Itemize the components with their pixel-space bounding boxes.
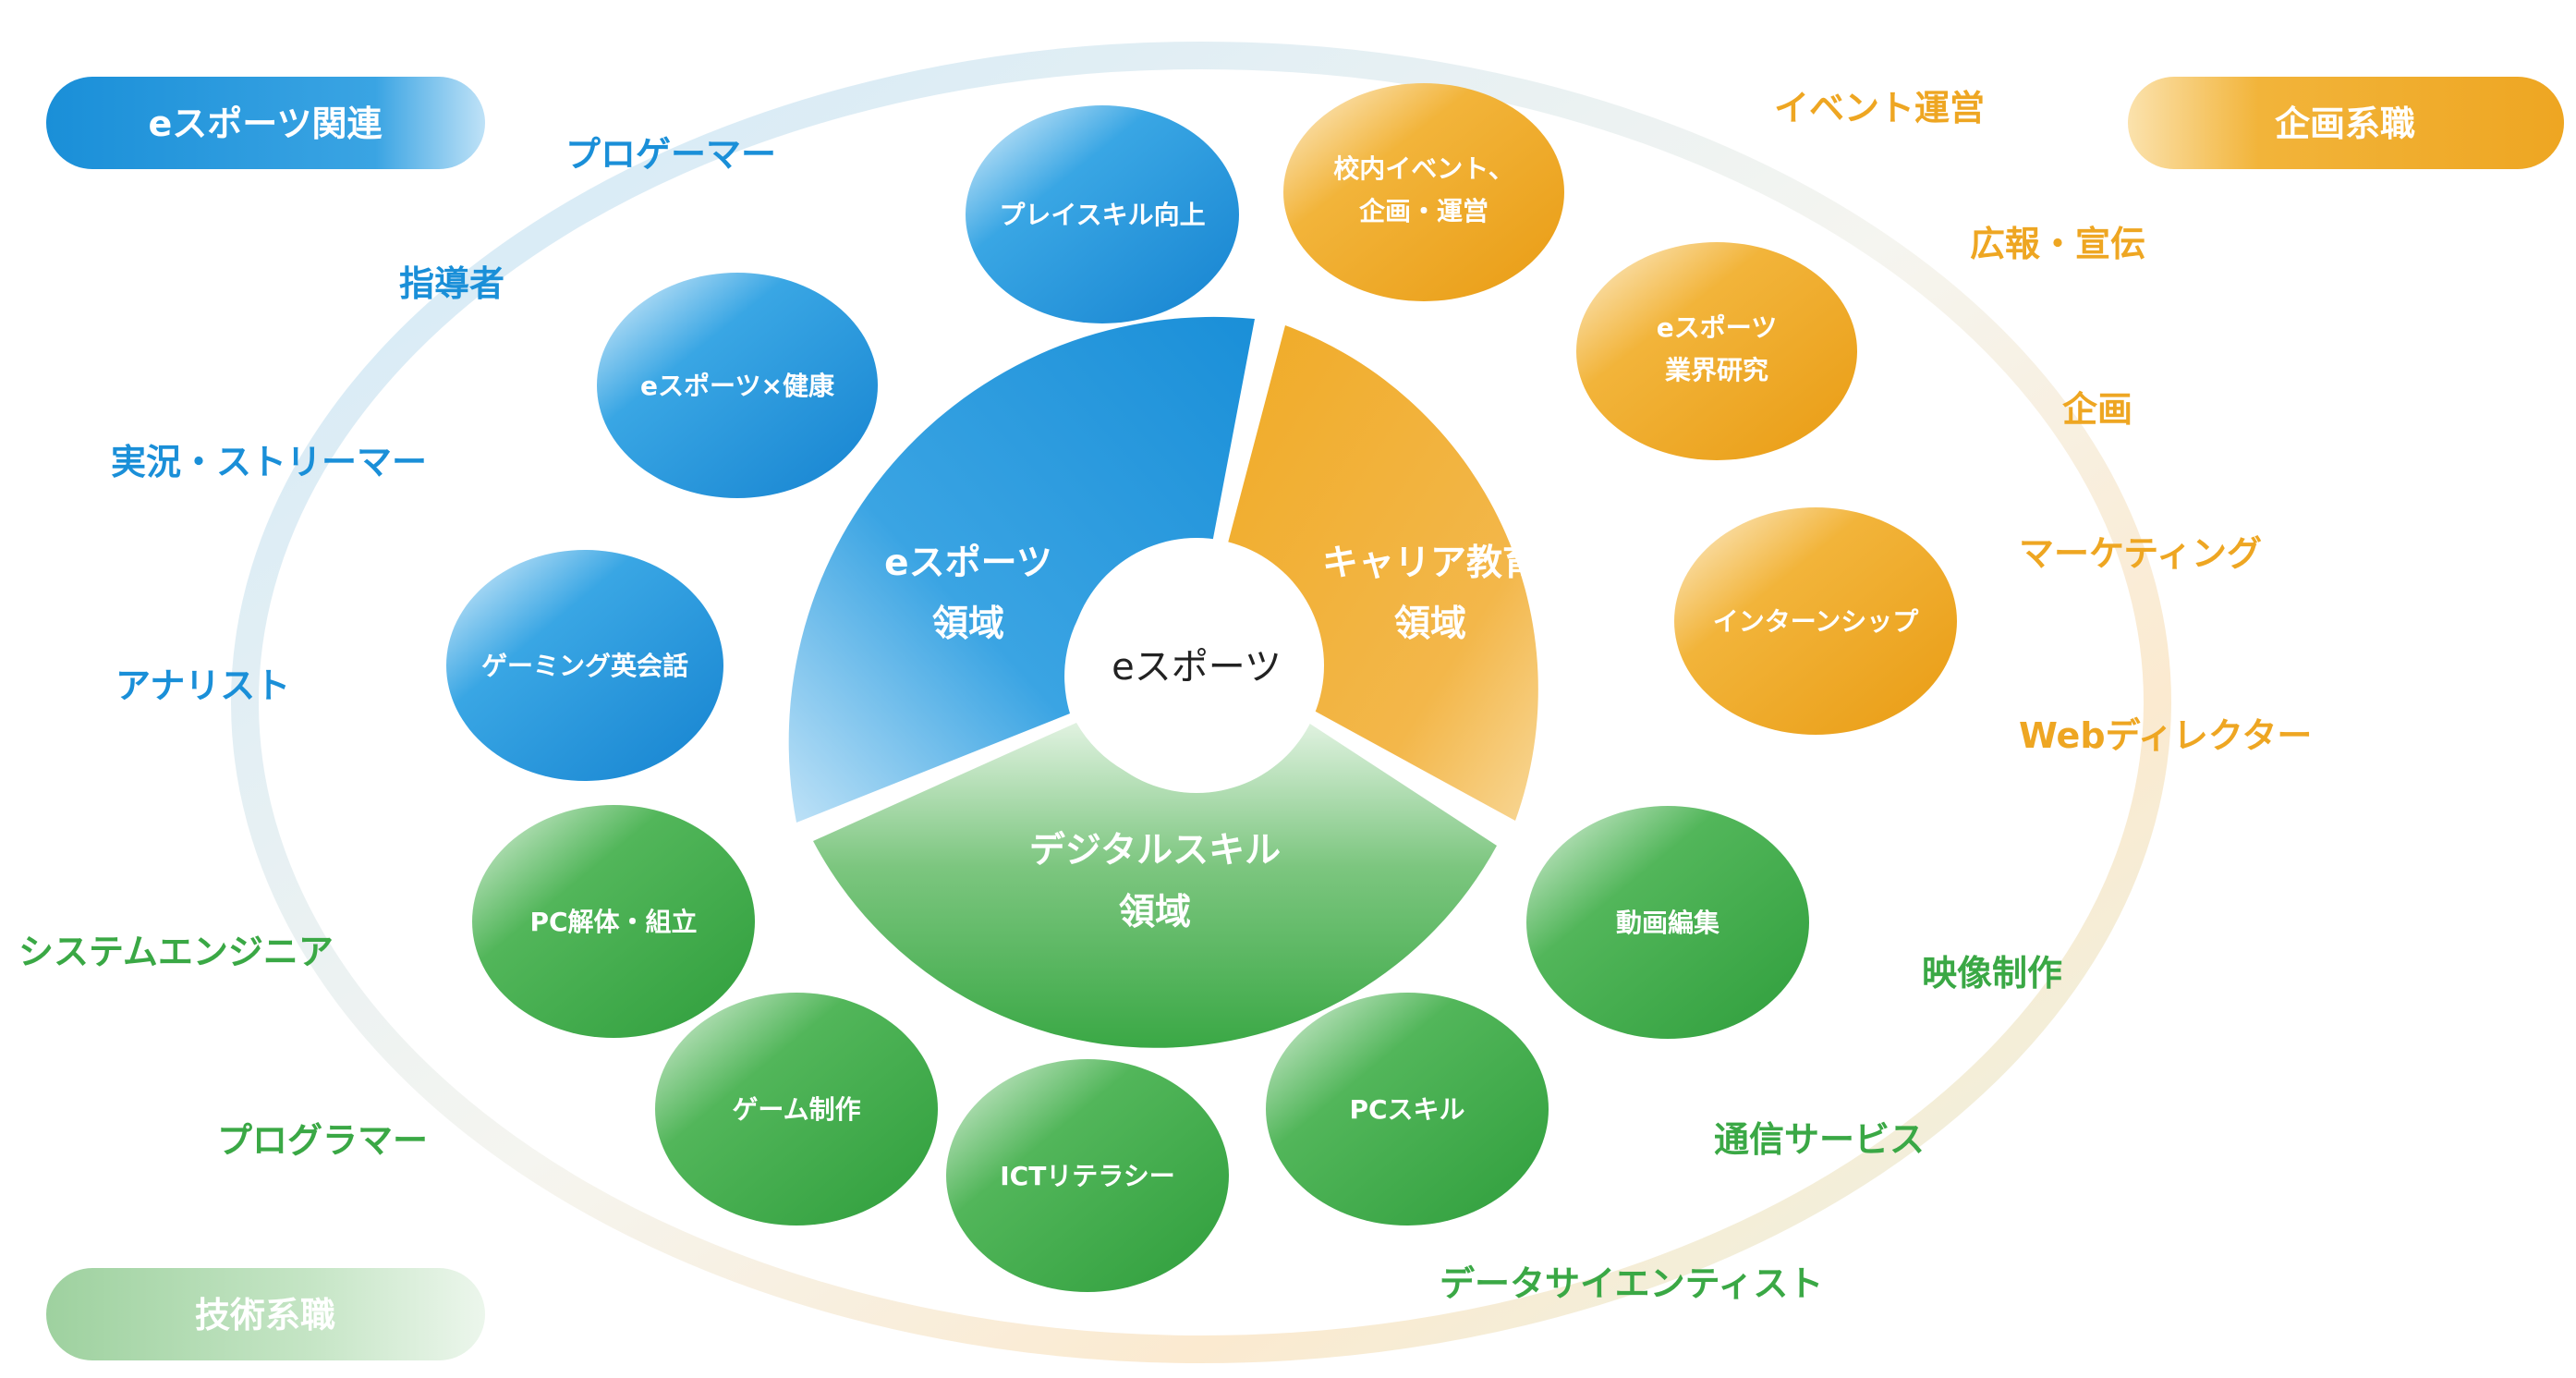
job-analyst: アナリスト [115,665,290,706]
job-programmer: プログラマー [217,1120,428,1161]
skill-pc-skill: PCスキル [1349,1094,1464,1125]
skill-pc-assembly: PC解体・組立 [529,907,697,937]
legend-technical: 技術系職 [195,1295,335,1335]
skill-bubble-pc-assembly [472,805,755,1038]
skill-bubble-industry [1576,242,1857,460]
skill-ict: ICTリテラシー [1000,1161,1175,1191]
sector-digital [813,719,1497,1048]
legend-esports: eスポーツ関連 [148,104,383,144]
skill-bubble-play-skill [966,105,1239,323]
skill-bubble-game-making [655,993,938,1226]
skill-industry-line2: 業界研究 [1665,355,1768,385]
domain-career-line1: キャリア教育 [1322,543,1538,584]
skill-event-line2: 企画・運営 [1359,196,1488,226]
domain-esports-line1: eスポーツ [884,543,1052,584]
outer-ring [231,42,2171,1363]
domain-digital-line2: 領域 [1119,892,1191,933]
legend-pill-technical [46,1268,485,1360]
legend-planning: 企画系職 [2275,104,2415,144]
skill-gaming-english: ゲーミング英会話 [481,651,688,681]
sector-esports [788,316,1255,823]
skill-bubble-health [597,273,878,498]
skill-video-editing: 動画編集 [1616,908,1719,938]
job-pr: 広報・宣伝 [1970,224,2145,264]
skill-bubble-event [1283,83,1564,301]
job-streamer: 実況・ストリーマー [111,442,427,482]
job-event-ops: イベント運営 [1774,88,1985,128]
job-video-production: 映像制作 [1922,953,2062,994]
legend-pill-planning [2128,77,2564,169]
skill-bubble-internship [1674,507,1957,735]
skill-event-line1: 校内イベント、 [1333,153,1513,184]
domain-career-line2: 領域 [1394,604,1466,645]
job-data-scientist: データサイエンティスト [1440,1263,1823,1304]
job-web-director: Webディレクター [2019,715,2312,756]
job-system-engineer: システムエンジニア [18,932,334,972]
job-pro-gamer: プロゲーマー [565,134,776,175]
job-coach: 指導者 [399,263,504,304]
skill-industry-line1: eスポーツ [1657,312,1777,343]
skill-bubble-video-editing [1526,806,1809,1039]
skill-bubble-gaming-english [446,550,723,781]
domain-digital-line1: デジタルスキル [1029,830,1281,872]
job-telecom: 通信サービス [1714,1119,1925,1160]
skill-play-skill: プレイスキル向上 [999,200,1205,230]
center-label: eスポーツ [1112,646,1282,689]
legend-pill-esports [46,77,485,169]
sector-career [1226,325,1538,821]
job-marketing: マーケティング [2019,533,2262,574]
domain-esports-line2: 領域 [932,604,1004,645]
skill-bubble-ict [946,1059,1229,1292]
job-planning: 企画 [2062,389,2132,430]
center-hub [1069,538,1324,793]
skill-game-making: ゲーム制作 [732,1094,860,1125]
skill-internship: インターンシップ [1713,606,1920,637]
skill-bubble-pc-skill [1266,993,1549,1226]
skill-health: eスポーツ×健康 [640,371,835,401]
